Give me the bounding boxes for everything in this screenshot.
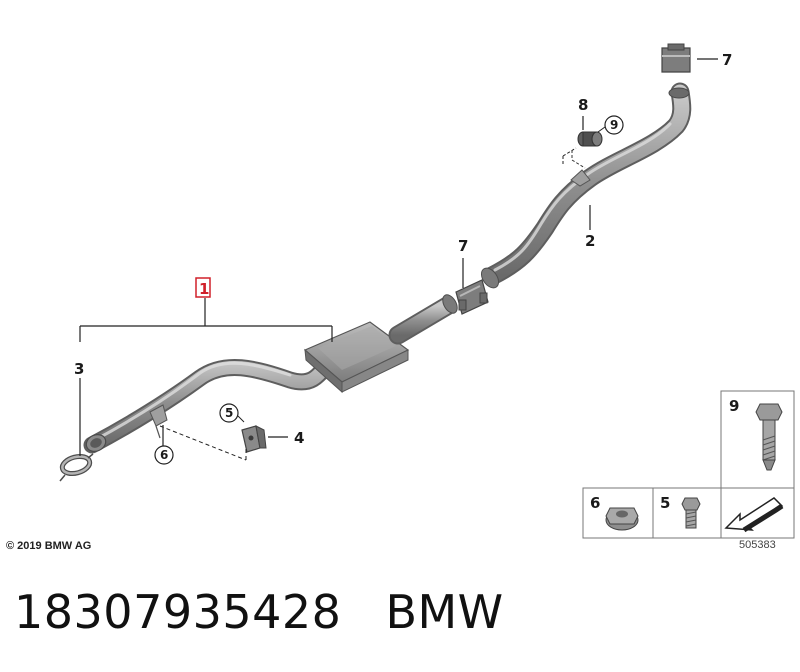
- rear-pipe[interactable]: [478, 82, 692, 291]
- assembly-dashed-lines: [159, 147, 577, 461]
- direction-arrow-icon: [724, 497, 784, 533]
- part-label-4[interactable]: 4: [294, 429, 304, 447]
- legend-box-9[interactable]: 9: [720, 390, 795, 489]
- rubber-mount[interactable]: [571, 131, 603, 169]
- legend-box-6[interactable]: 6: [582, 487, 654, 539]
- hanger-bracket-rear: [570, 169, 591, 187]
- footer-caption: 18307935428 BMW: [14, 585, 504, 639]
- part-label-3[interactable]: 3: [74, 360, 84, 378]
- diagram-number: 505383: [739, 539, 776, 551]
- legend-label-9: 9: [729, 397, 739, 415]
- leader-lines: [79, 58, 718, 456]
- part-label-6-circle[interactable]: 6: [154, 445, 174, 465]
- clamp-top[interactable]: [661, 43, 691, 73]
- part-label-9-circle[interactable]: 9: [597, 115, 624, 135]
- legend-box-5[interactable]: 5: [652, 487, 722, 539]
- front-pipe-assembly[interactable]: [83, 292, 461, 454]
- part-label-6: 6: [160, 448, 168, 462]
- part-label-5-circle[interactable]: 5: [219, 403, 245, 423]
- bracket[interactable]: [241, 425, 267, 453]
- part-label-8[interactable]: 8: [578, 96, 588, 114]
- part-label-2[interactable]: 2: [585, 232, 595, 250]
- part-label-1[interactable]: 1: [199, 280, 209, 298]
- legend-label-5: 5: [660, 494, 670, 512]
- part-label-7-mid[interactable]: 7: [458, 237, 468, 255]
- clamp-middle[interactable]: [455, 279, 489, 315]
- bolt-icon: [755, 403, 783, 471]
- stud-icon: [681, 497, 701, 529]
- hanger-bracket-front: [149, 404, 168, 439]
- part-number: 18307935428: [14, 585, 342, 639]
- copyright-notice: © 2019 BMW AG: [6, 540, 92, 552]
- pipe-flange-front: [85, 434, 107, 452]
- brand-name: BMW: [385, 585, 504, 639]
- legend-label-6: 6: [590, 494, 600, 512]
- part-label-9: 9: [610, 118, 618, 132]
- flange-nut-icon: [605, 507, 639, 531]
- part-label-5: 5: [225, 406, 233, 420]
- legend-box-direction: [720, 487, 795, 539]
- part-label-7-top[interactable]: 7: [722, 51, 732, 69]
- part-1-highlight-box: [195, 277, 211, 298]
- center-muffler: [303, 321, 410, 394]
- clamp-ring[interactable]: [59, 453, 94, 482]
